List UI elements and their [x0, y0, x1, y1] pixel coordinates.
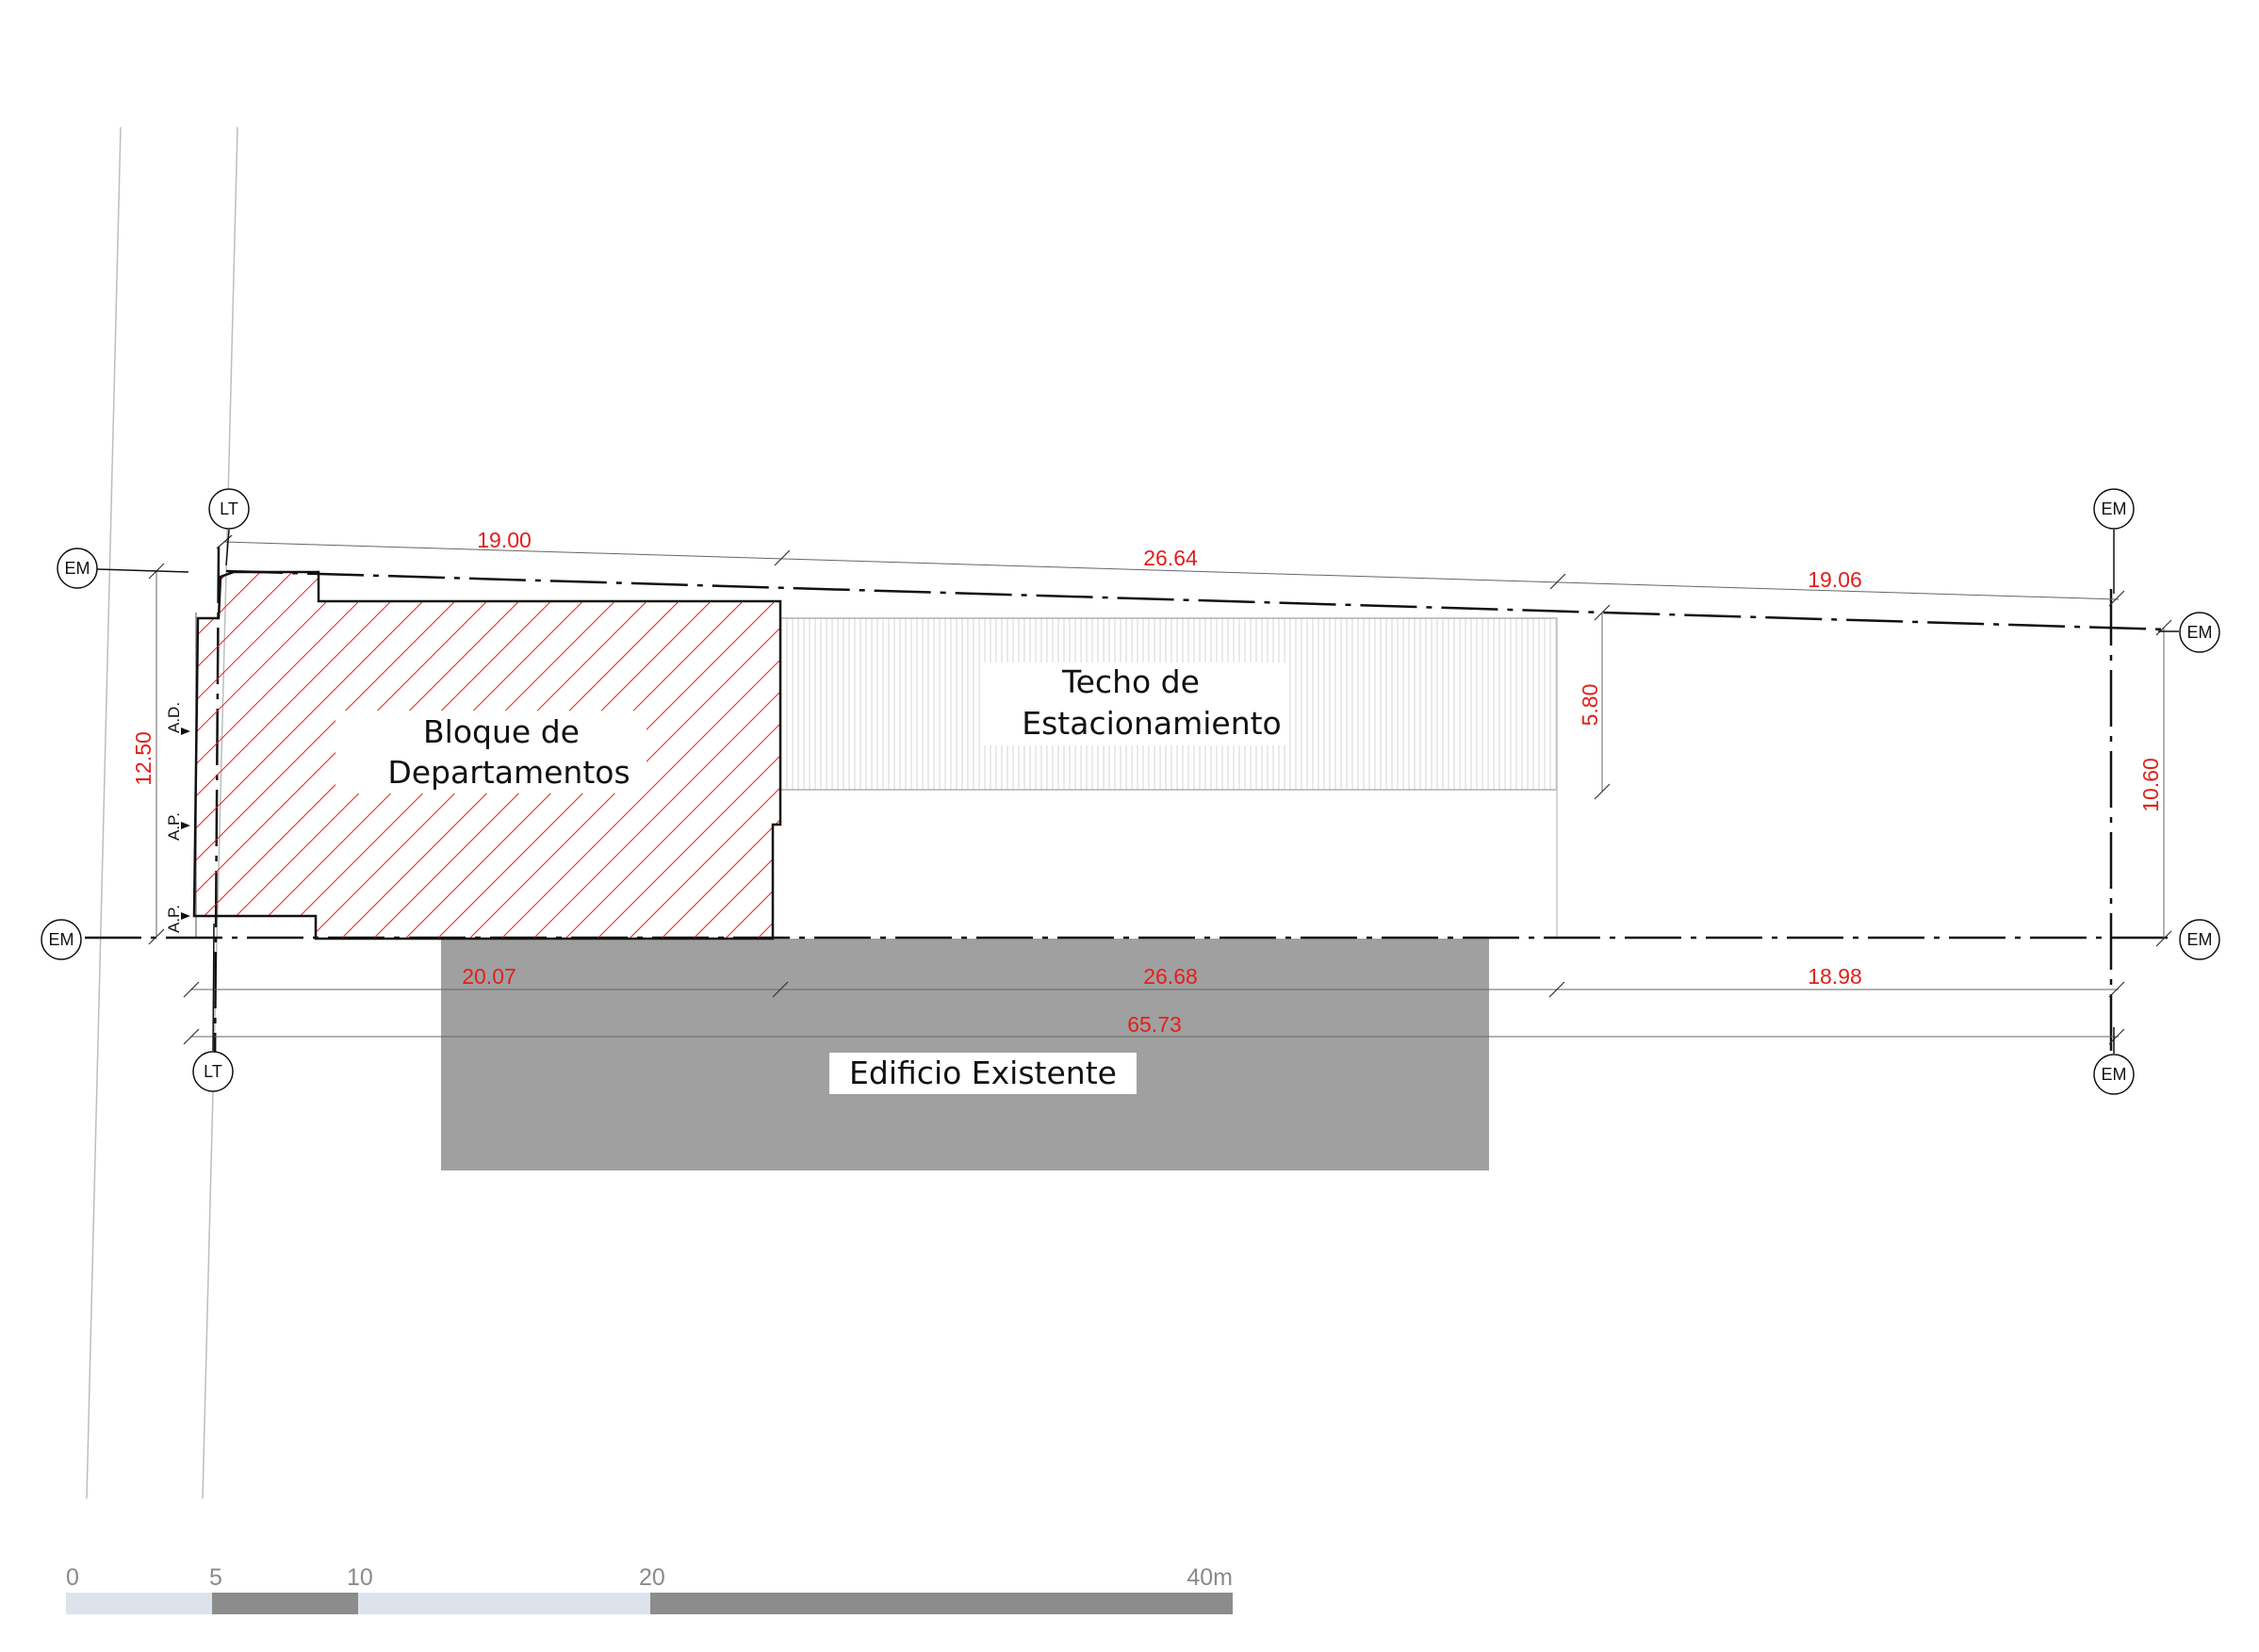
- dim-top-3: 19.06: [1808, 567, 1862, 592]
- dim-roof-depth: 5.80: [1578, 684, 1602, 727]
- apartment-block-label-line1: Bloque de: [423, 713, 580, 750]
- dim-left-height: 12.50: [131, 731, 156, 786]
- right-dimension: [2155, 619, 2172, 947]
- svg-text:EM: EM: [2187, 623, 2213, 642]
- scale-segment-0-5: [66, 1593, 212, 1614]
- lt-marker-top: LT: [208, 488, 250, 566]
- em-marker-left-top: EM: [57, 548, 189, 589]
- scale-tick-5: 5: [209, 1564, 222, 1591]
- parking-roof-label-bg: [982, 662, 1285, 745]
- dim-top-1: 19.00: [477, 528, 532, 552]
- existing-building-label-bg: [829, 1053, 1137, 1094]
- access-ap-lower: A.P.: [165, 905, 190, 933]
- svg-text:EM: EM: [2187, 930, 2213, 949]
- svg-text:EM: EM: [2102, 1065, 2127, 1084]
- scale-segment-10-20: [358, 1593, 650, 1614]
- parking-roof-label-line2: Estacionamiento: [1022, 705, 1282, 742]
- svg-text:A.P.: A.P.: [165, 905, 183, 933]
- dim-right-height: 10.60: [2138, 758, 2163, 812]
- bottom-dimension: [183, 981, 2125, 998]
- svg-text:A.D.: A.D.: [165, 702, 183, 733]
- em-marker-left-bottom: EM: [41, 919, 82, 960]
- scale-segment-20-40: [650, 1593, 1233, 1614]
- svg-text:LT: LT: [220, 499, 238, 518]
- scale-tick-10: 10: [347, 1564, 373, 1591]
- scale-tick-40m: 40m: [1187, 1564, 1233, 1591]
- svg-text:EM: EM: [2102, 499, 2127, 518]
- roof-depth-dimension: [1594, 604, 1611, 800]
- dim-bottom-1: 20.07: [462, 964, 516, 989]
- scale-segment-5-10: [212, 1593, 358, 1614]
- svg-text:A.P.: A.P.: [165, 812, 183, 841]
- dim-top-2: 26.64: [1143, 546, 1198, 570]
- access-ap-upper: A.P.: [165, 812, 190, 841]
- scale-tick-20: 20: [639, 1564, 665, 1591]
- svg-text:LT: LT: [204, 1062, 222, 1081]
- street-line-outer: [86, 126, 122, 1499]
- svg-text:EM: EM: [65, 559, 90, 578]
- dim-total: 65.73: [1127, 1012, 1182, 1037]
- apartment-block-label-line2: Departamentos: [387, 754, 630, 791]
- total-dimension: [183, 1028, 2125, 1045]
- scale-tick-0: 0: [66, 1564, 79, 1591]
- em-marker-right-lower: EM: [2179, 919, 2220, 960]
- em-marker-right-bottom: EM: [2093, 1027, 2135, 1095]
- scale-bar: 0 5 10 20 40m: [66, 1564, 1233, 1614]
- parking-roof-label-line1: Techo de: [1061, 663, 1200, 700]
- dim-bottom-3: 18.98: [1808, 964, 1862, 989]
- access-ad: A.D.: [165, 702, 190, 735]
- top-dimension: [216, 534, 2125, 607]
- lt-marker-bottom: LT: [192, 923, 234, 1092]
- em-marker-right-top: EM: [2093, 488, 2135, 594]
- existing-building-label: Edificio Existente: [849, 1055, 1117, 1091]
- svg-text:EM: EM: [49, 930, 74, 949]
- dim-bottom-2: 26.68: [1143, 964, 1198, 989]
- em-marker-right-upper: EM: [2158, 612, 2220, 653]
- apartment-block-label-bg: [336, 711, 647, 793]
